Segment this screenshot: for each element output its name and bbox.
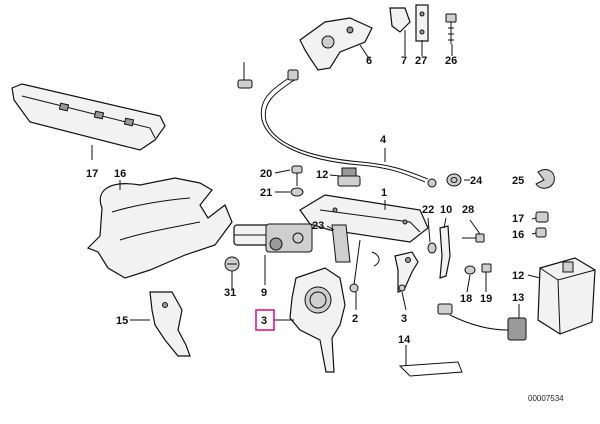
callout-26[interactable]: 24 [470, 175, 483, 187]
callout-17[interactable]: 17 [86, 168, 98, 180]
callout-30[interactable]: 28 [462, 204, 474, 216]
callout-19[interactable]: 17 [512, 213, 524, 225]
part-15-bracket [149, 291, 191, 357]
callout-12[interactable]: 12 [512, 270, 524, 282]
callout-5[interactable]: 4 [380, 134, 387, 146]
part-19-cap [535, 211, 549, 223]
part-7-clip [389, 7, 411, 33]
part-2-rod [349, 239, 380, 293]
diagram-part-id: 00007534 [528, 394, 564, 403]
part-24-washer [427, 242, 437, 254]
callout-3-highlight-box [255, 309, 275, 331]
part-18-nut [535, 227, 547, 238]
part-1-base-plate [299, 194, 429, 243]
part-10-arm [439, 225, 451, 279]
callout-18[interactable]: 16 [512, 229, 524, 241]
part-5-cable [260, 69, 437, 188]
leader-lines [91, 30, 541, 366]
callout-9[interactable]: 9 [261, 287, 267, 299]
part-27-clip [535, 169, 555, 189]
part-25-plate [331, 224, 351, 263]
part-23-nut [290, 187, 304, 197]
part-20-washer [464, 265, 476, 275]
callout-21[interactable]: 19 [480, 293, 492, 305]
callout-31[interactable]: 31 [224, 287, 236, 299]
part-28-bolt [445, 13, 457, 44]
part-16-column-cover [86, 177, 233, 279]
part-17-trim-rail [11, 83, 166, 151]
part-21-bolt [481, 263, 492, 282]
part-9-motor [233, 223, 313, 253]
part-6-lever [299, 17, 373, 71]
part-3-bracket-plate [289, 267, 346, 373]
callout-13[interactable]: 13 [512, 292, 524, 304]
part-26-washer [446, 173, 462, 187]
callout-10[interactable]: 10 [440, 204, 452, 216]
part-14-hook-rod [398, 361, 463, 377]
callout-14[interactable]: 14 [398, 334, 411, 346]
part-11-knob [337, 167, 361, 187]
part-31-screw [224, 256, 240, 282]
callout-22[interactable]: 20 [260, 168, 272, 180]
callout-7[interactable]: 7 [401, 55, 407, 67]
callout-2[interactable]: 2 [352, 313, 358, 325]
part-29-bracket [415, 4, 429, 42]
callout-1[interactable]: 1 [381, 187, 387, 199]
callout-15[interactable]: 15 [116, 315, 128, 327]
part-4-lever [394, 251, 419, 293]
callout-3[interactable]: 3 [261, 315, 267, 327]
callout-25[interactable]: 23 [312, 220, 324, 232]
part-8-pin [237, 62, 253, 89]
part-13-sensor [437, 303, 527, 341]
callout-23[interactable]: 21 [260, 187, 272, 199]
callout-labels: 6 7 27 26 4 20 21 12 1 24 25 17 16 23 22… [86, 55, 524, 346]
callout-11[interactable]: 12 [316, 169, 328, 181]
callout-6[interactable]: 6 [366, 55, 372, 67]
callout-20[interactable]: 18 [460, 293, 472, 305]
callout-16[interactable]: 16 [114, 168, 126, 180]
callout-29[interactable]: 27 [415, 55, 427, 67]
part-30-bolt [462, 233, 485, 243]
callout-28[interactable]: 26 [445, 55, 457, 67]
callout-27[interactable]: 25 [512, 175, 524, 187]
callout-4[interactable]: 3 [401, 313, 407, 325]
part-22-screw [291, 165, 303, 186]
part-12-control-module [537, 257, 596, 335]
callout-24[interactable]: 22 [422, 204, 434, 216]
